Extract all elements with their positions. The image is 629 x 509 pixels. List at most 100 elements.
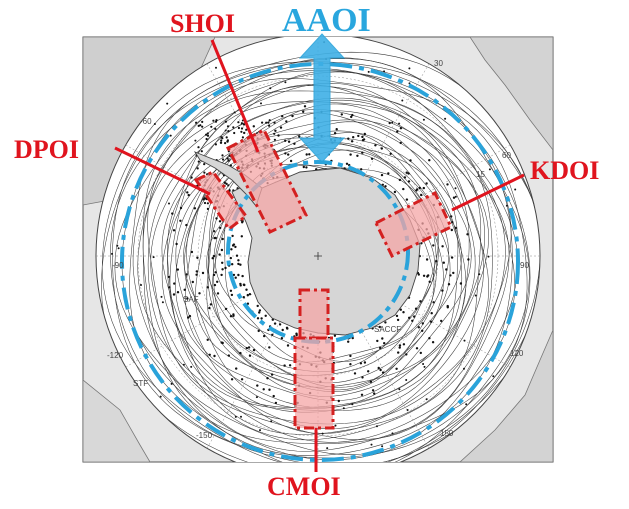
observation-dot — [268, 346, 271, 349]
observation-dot — [260, 102, 262, 105]
observation-dot — [492, 375, 495, 378]
observation-dot — [191, 280, 194, 284]
observation-dot — [231, 263, 234, 266]
observation-dot — [232, 126, 235, 129]
contour-line — [175, 109, 470, 413]
observation-dot — [425, 182, 428, 185]
observation-dot — [398, 344, 402, 347]
dpoi-label: DPOI — [14, 135, 79, 164]
observation-dot — [454, 195, 457, 198]
observation-dot — [383, 70, 386, 73]
observation-dot — [273, 121, 276, 124]
observation-dot — [168, 202, 170, 205]
observation-dot — [197, 146, 200, 149]
observation-dot — [179, 206, 183, 210]
observation-dot — [431, 341, 435, 344]
observation-dot — [399, 141, 402, 145]
observation-dot — [467, 258, 470, 261]
observation-dot — [248, 354, 252, 357]
observation-dot — [240, 130, 243, 133]
observation-dot — [227, 184, 230, 187]
observation-dot — [335, 128, 338, 131]
observation-dot — [221, 158, 225, 161]
observation-dot — [237, 126, 240, 130]
observation-dot — [440, 319, 443, 323]
observation-dot — [388, 121, 391, 125]
observation-dot — [239, 263, 242, 266]
observation-dot — [273, 322, 277, 325]
observation-dot — [416, 188, 419, 191]
observation-dot — [340, 113, 343, 116]
observation-dot — [370, 157, 374, 160]
observation-dot — [240, 415, 242, 418]
observation-dot — [161, 301, 164, 304]
observation-dot — [187, 316, 190, 319]
observation-dot — [278, 323, 282, 326]
observation-dot — [286, 344, 290, 347]
observation-dot — [240, 127, 244, 130]
observation-dot — [427, 274, 430, 277]
observation-dot — [428, 159, 431, 162]
observation-dot — [214, 236, 217, 240]
observation-dot — [280, 337, 284, 340]
observation-dot — [378, 325, 381, 329]
dpoi-pointer — [114, 146, 211, 196]
observation-dot — [345, 162, 349, 165]
observation-dot — [305, 166, 308, 169]
observation-dot — [425, 398, 428, 401]
observation-dot — [419, 300, 422, 303]
observation-dot — [450, 228, 453, 232]
observation-dot — [227, 159, 230, 162]
contour-line — [167, 103, 489, 411]
observation-dot — [402, 311, 405, 314]
cmoi-lower-region-box — [293, 336, 335, 430]
observation-dot — [452, 196, 456, 199]
observation-dot — [432, 301, 435, 304]
observation-dot — [173, 282, 176, 285]
observation-dot — [268, 119, 271, 122]
observation-dot — [287, 153, 290, 156]
observation-dot — [206, 202, 209, 205]
observation-dot — [152, 256, 155, 259]
observation-dot — [233, 131, 236, 135]
observation-dot — [452, 271, 455, 275]
observation-dot — [186, 297, 189, 300]
observation-dot — [478, 273, 481, 276]
observation-dot — [391, 121, 394, 124]
observation-dot — [197, 124, 200, 127]
observation-dot — [284, 152, 287, 155]
observation-dot — [442, 261, 445, 264]
observation-dot — [159, 395, 162, 398]
observation-dot — [273, 138, 276, 141]
observation-dot — [224, 129, 227, 132]
observation-dot — [377, 366, 380, 370]
observation-dot — [347, 340, 350, 343]
observation-dot — [408, 67, 411, 70]
observation-dot — [203, 171, 206, 174]
observation-dot — [206, 338, 209, 341]
observation-dot — [239, 284, 242, 287]
observation-dot — [349, 153, 352, 156]
observation-dot — [361, 376, 364, 379]
observation-dot — [220, 248, 224, 252]
observation-dot — [370, 443, 373, 446]
observation-dot — [268, 124, 271, 127]
observation-dot — [240, 122, 243, 125]
observation-dot — [203, 201, 207, 205]
observation-dot — [232, 273, 236, 277]
observation-dot — [423, 365, 426, 368]
observation-dot — [274, 129, 277, 132]
observation-dot — [463, 367, 465, 370]
contour-line — [185, 121, 472, 401]
observation-dot — [373, 392, 376, 395]
observation-dot — [206, 286, 209, 289]
observation-dot — [379, 368, 382, 372]
observation-dot — [221, 237, 224, 241]
observation-dot — [206, 132, 209, 135]
observation-dot — [422, 274, 426, 277]
observation-dot — [351, 403, 354, 406]
observation-dot — [160, 295, 163, 298]
observation-dot — [387, 172, 390, 175]
observation-dot — [418, 186, 421, 190]
